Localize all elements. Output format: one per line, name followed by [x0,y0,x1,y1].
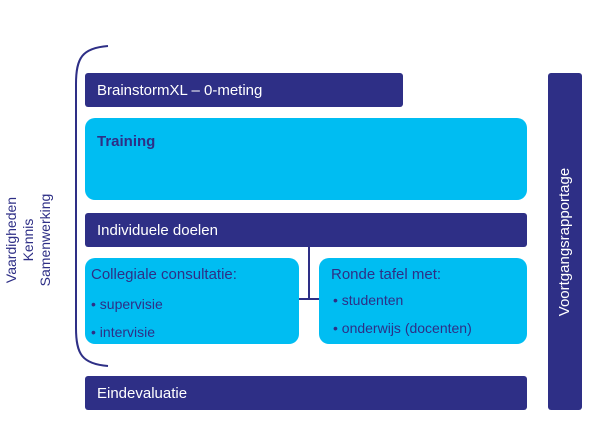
evaluation-label: Eindevaluatie [97,384,188,402]
collegial-box: Collegiale consultatie: • supervisie • i… [85,258,299,344]
baseline-bar: BrainstormXL – 0-meting [85,73,403,107]
training-box: Training [85,118,527,200]
label-kennis: Kennis [20,218,36,262]
connector-horizontal [299,298,319,300]
roundtable-title: Ronde tafel met: [331,266,442,283]
collegial-item-intervisie: • intervisie [91,324,156,340]
progress-report-bar: Voortgangsrapportage [548,73,582,410]
connector-vertical [308,247,310,299]
baseline-label: BrainstormXL – 0-meting [97,81,263,99]
roundtable-box: Ronde tafel met: • studenten • onderwijs… [319,258,527,344]
roundtable-item-studenten: • studenten [333,292,404,308]
progress-report-label: Voortgangsrapportage [556,167,573,317]
left-bracket [75,45,109,367]
training-label: Training [97,133,156,150]
label-samenwerking: Samenwerking [37,193,53,287]
competency-label-stack: Vaardigheden Kennis Samenwerking [3,140,57,340]
evaluation-bar: Eindevaluatie [85,376,527,410]
collegial-item-supervisie: • supervisie [91,296,163,312]
goals-label: Individuele doelen [97,221,218,239]
collegial-title: Collegiale consultatie: [91,266,237,283]
roundtable-item-onderwijs: • onderwijs (docenten) [333,320,472,336]
goals-bar: Individuele doelen [85,213,527,247]
label-vaardigheden: Vaardigheden [3,196,19,284]
competency-labels: Vaardigheden Kennis Samenwerking [0,130,60,330]
